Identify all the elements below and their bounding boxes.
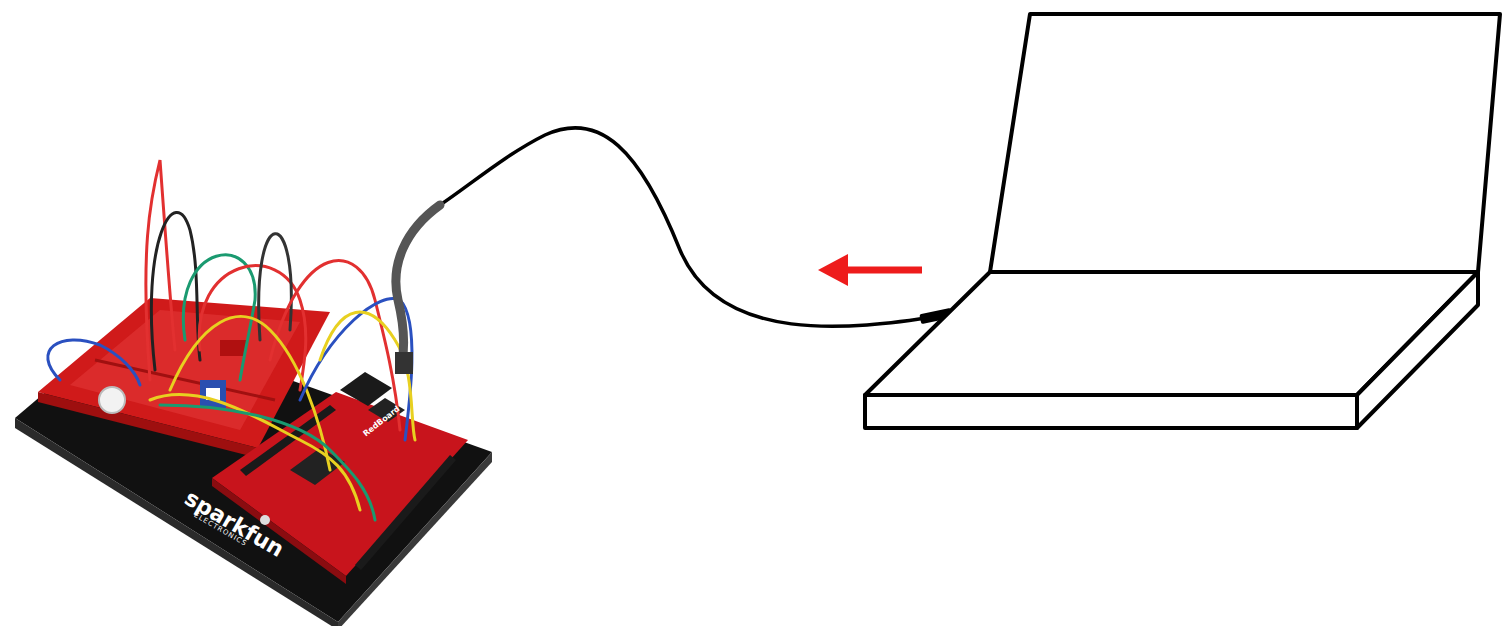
mounting-hole	[260, 515, 270, 525]
arrow-head	[818, 254, 848, 286]
usb-cable	[440, 128, 940, 327]
wire	[170, 317, 330, 471]
power-jack	[340, 372, 392, 406]
laptop-front	[865, 395, 1357, 428]
led	[99, 387, 125, 413]
jumper-wires	[48, 160, 415, 520]
usb-cable-photo	[396, 205, 440, 362]
laptop-screen	[990, 14, 1500, 272]
redboard	[212, 392, 468, 576]
wire	[146, 160, 175, 380]
laptop-side	[1357, 272, 1478, 428]
usb-plug	[395, 352, 413, 374]
wire	[48, 340, 140, 385]
sensor	[220, 340, 246, 356]
wire	[270, 261, 400, 430]
direction-arrow	[840, 267, 922, 274]
header-row	[355, 455, 456, 570]
laptop	[865, 14, 1500, 428]
wire	[150, 395, 360, 510]
